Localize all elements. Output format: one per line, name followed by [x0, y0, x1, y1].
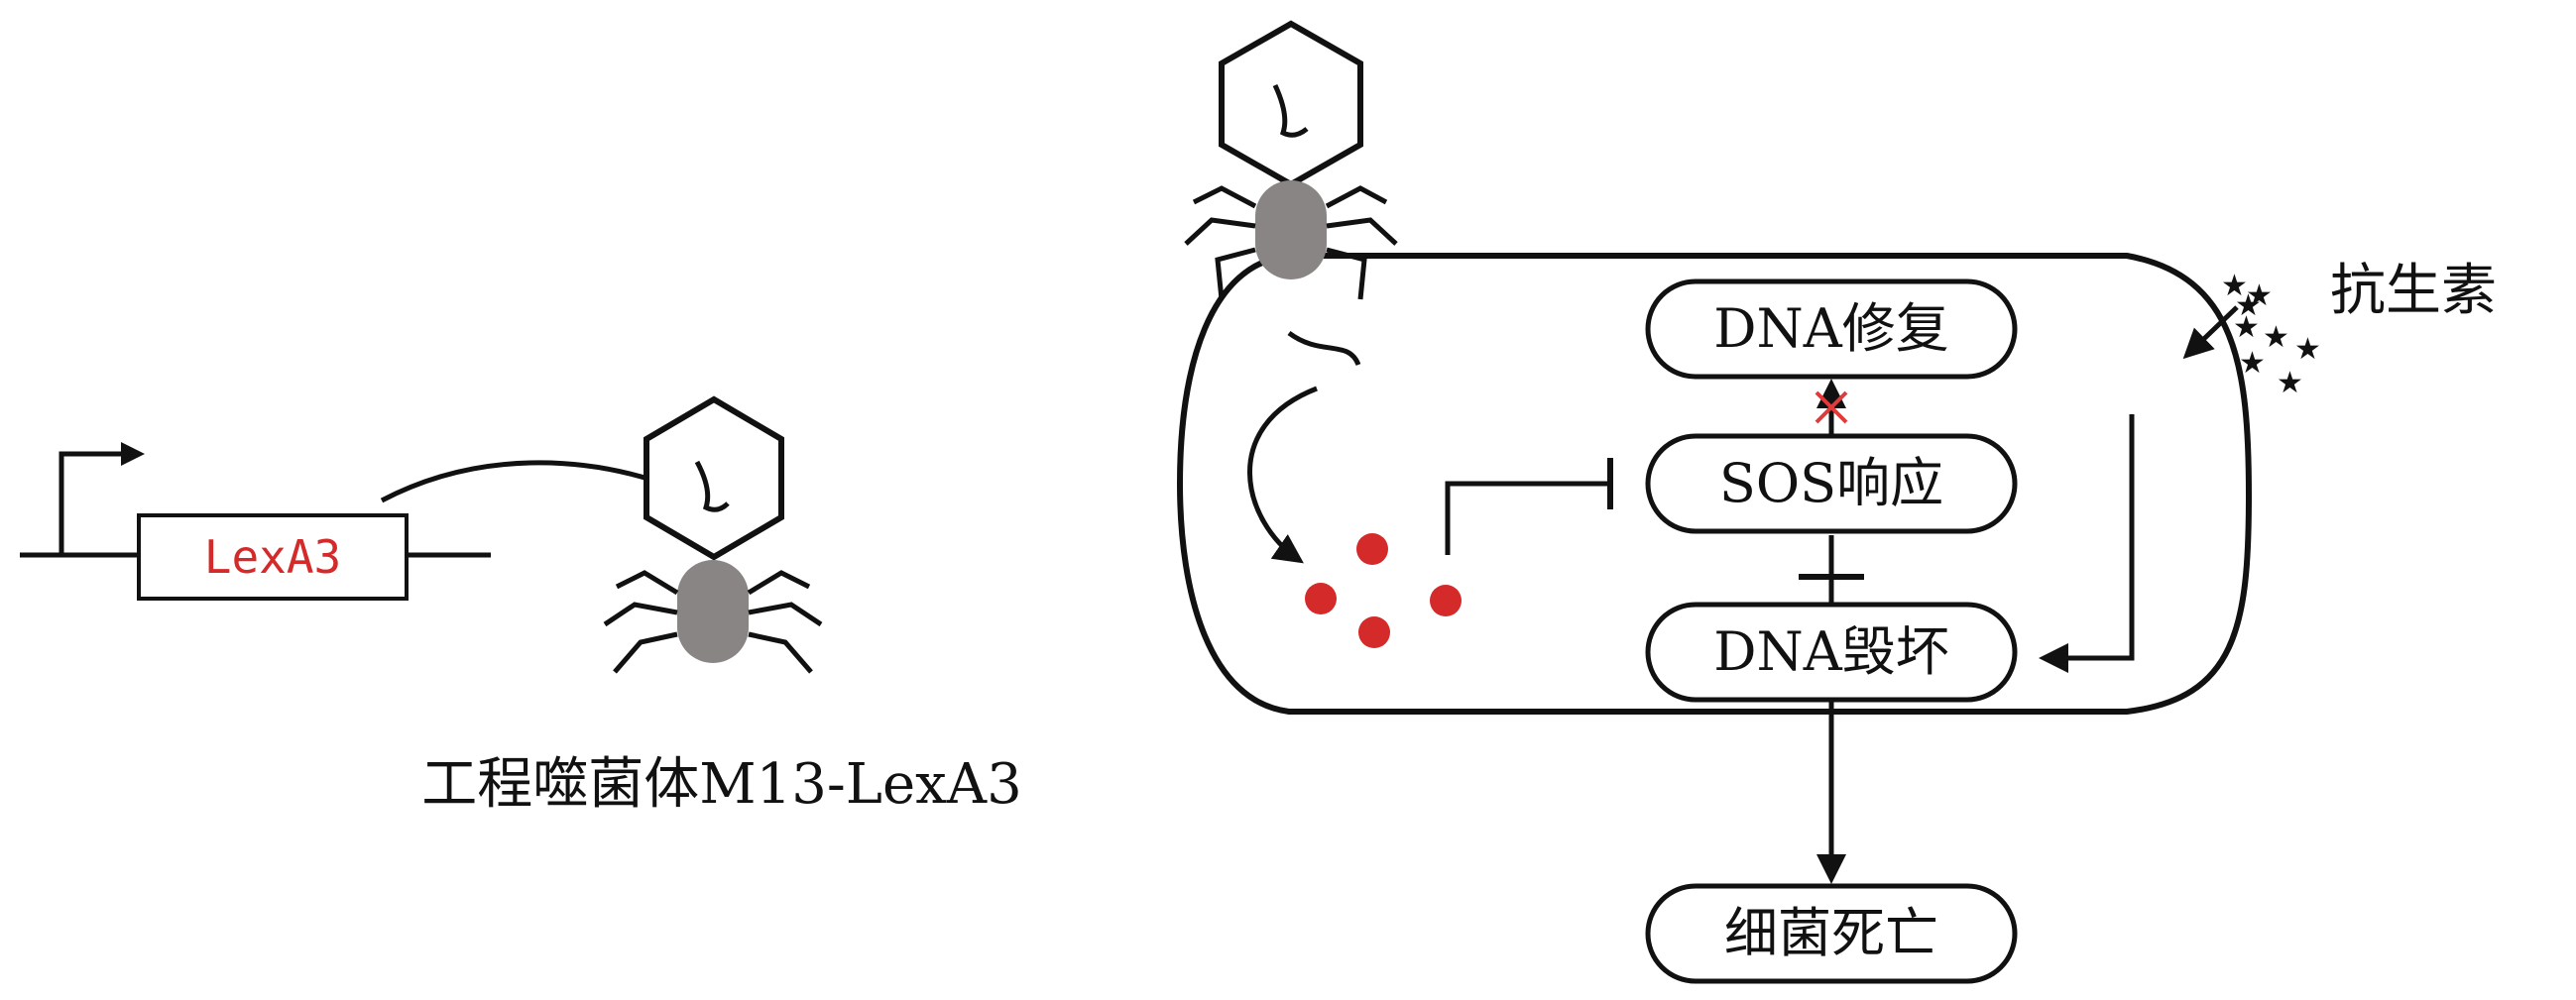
- phage-head: [644, 395, 784, 561]
- phage-dna: [694, 460, 730, 512]
- promoter-arrow-icon: [59, 451, 129, 555]
- lexa3-inhibits-sos: [1445, 481, 1610, 555]
- antibiotic-star-icon: ★: [2221, 269, 2248, 303]
- antibiotic-star-icon: ★: [2294, 332, 2321, 367]
- phage-tail: [677, 560, 749, 663]
- protein-dot: [1305, 583, 1337, 614]
- antibiotic-star-icon: ★: [2239, 346, 2266, 381]
- node-dna-damage-label: DNA毁坏: [1713, 620, 1949, 683]
- expression-arrow: [1247, 386, 1318, 564]
- lexa3-protein-dots: [1305, 533, 1462, 648]
- node-sos-response: SOS响应: [1645, 433, 2018, 534]
- antibiotic-entry-arrow: [2182, 305, 2239, 360]
- node-cell-death-label: 细菌死亡: [1724, 902, 1938, 964]
- phage-infecting-icon: [1184, 20, 1398, 300]
- phage-icon: [603, 395, 823, 674]
- phage-legs: [603, 570, 823, 674]
- antibiotic-star-icon: ★: [2277, 366, 2303, 400]
- node-dna-repair-label: DNA修复: [1713, 297, 1949, 360]
- phage-caption: 工程噬菌体M13-LexA3: [421, 752, 1022, 817]
- node-dna-repair: DNA修复: [1645, 278, 2018, 380]
- antibiotic-star-icon: ★: [2235, 288, 2262, 323]
- antibiotic-star-icon: ★: [2246, 278, 2273, 313]
- node-dna-damage: DNA毁坏: [1645, 602, 2018, 703]
- antibiotic-star-icon: ★: [2263, 320, 2289, 355]
- node-cell-death: 细菌死亡: [1645, 883, 2018, 984]
- gene-to-phage-arrow: [380, 460, 680, 503]
- blocked-cross-icon: [1815, 390, 1848, 424]
- injected-dna: [1287, 330, 1361, 367]
- antibiotic-to-damage-arrow: [2039, 414, 2135, 673]
- node-sos-label: SOS响应: [1719, 452, 1943, 514]
- lexa3-gene-box: [137, 513, 409, 601]
- gene-label: LexA3: [204, 530, 341, 584]
- antibiotic-label: 抗生素: [2330, 259, 2497, 323]
- antibiotic-star-icon: ★: [2233, 310, 2260, 345]
- gene-construct: LexA3: [20, 442, 680, 601]
- protein-dot: [1430, 585, 1462, 616]
- protein-dot: [1356, 533, 1388, 565]
- protein-dot: [1358, 616, 1390, 648]
- antibiotic-stars: ★ ★ ★ ★ ★ ★ ★ ★: [2221, 269, 2321, 400]
